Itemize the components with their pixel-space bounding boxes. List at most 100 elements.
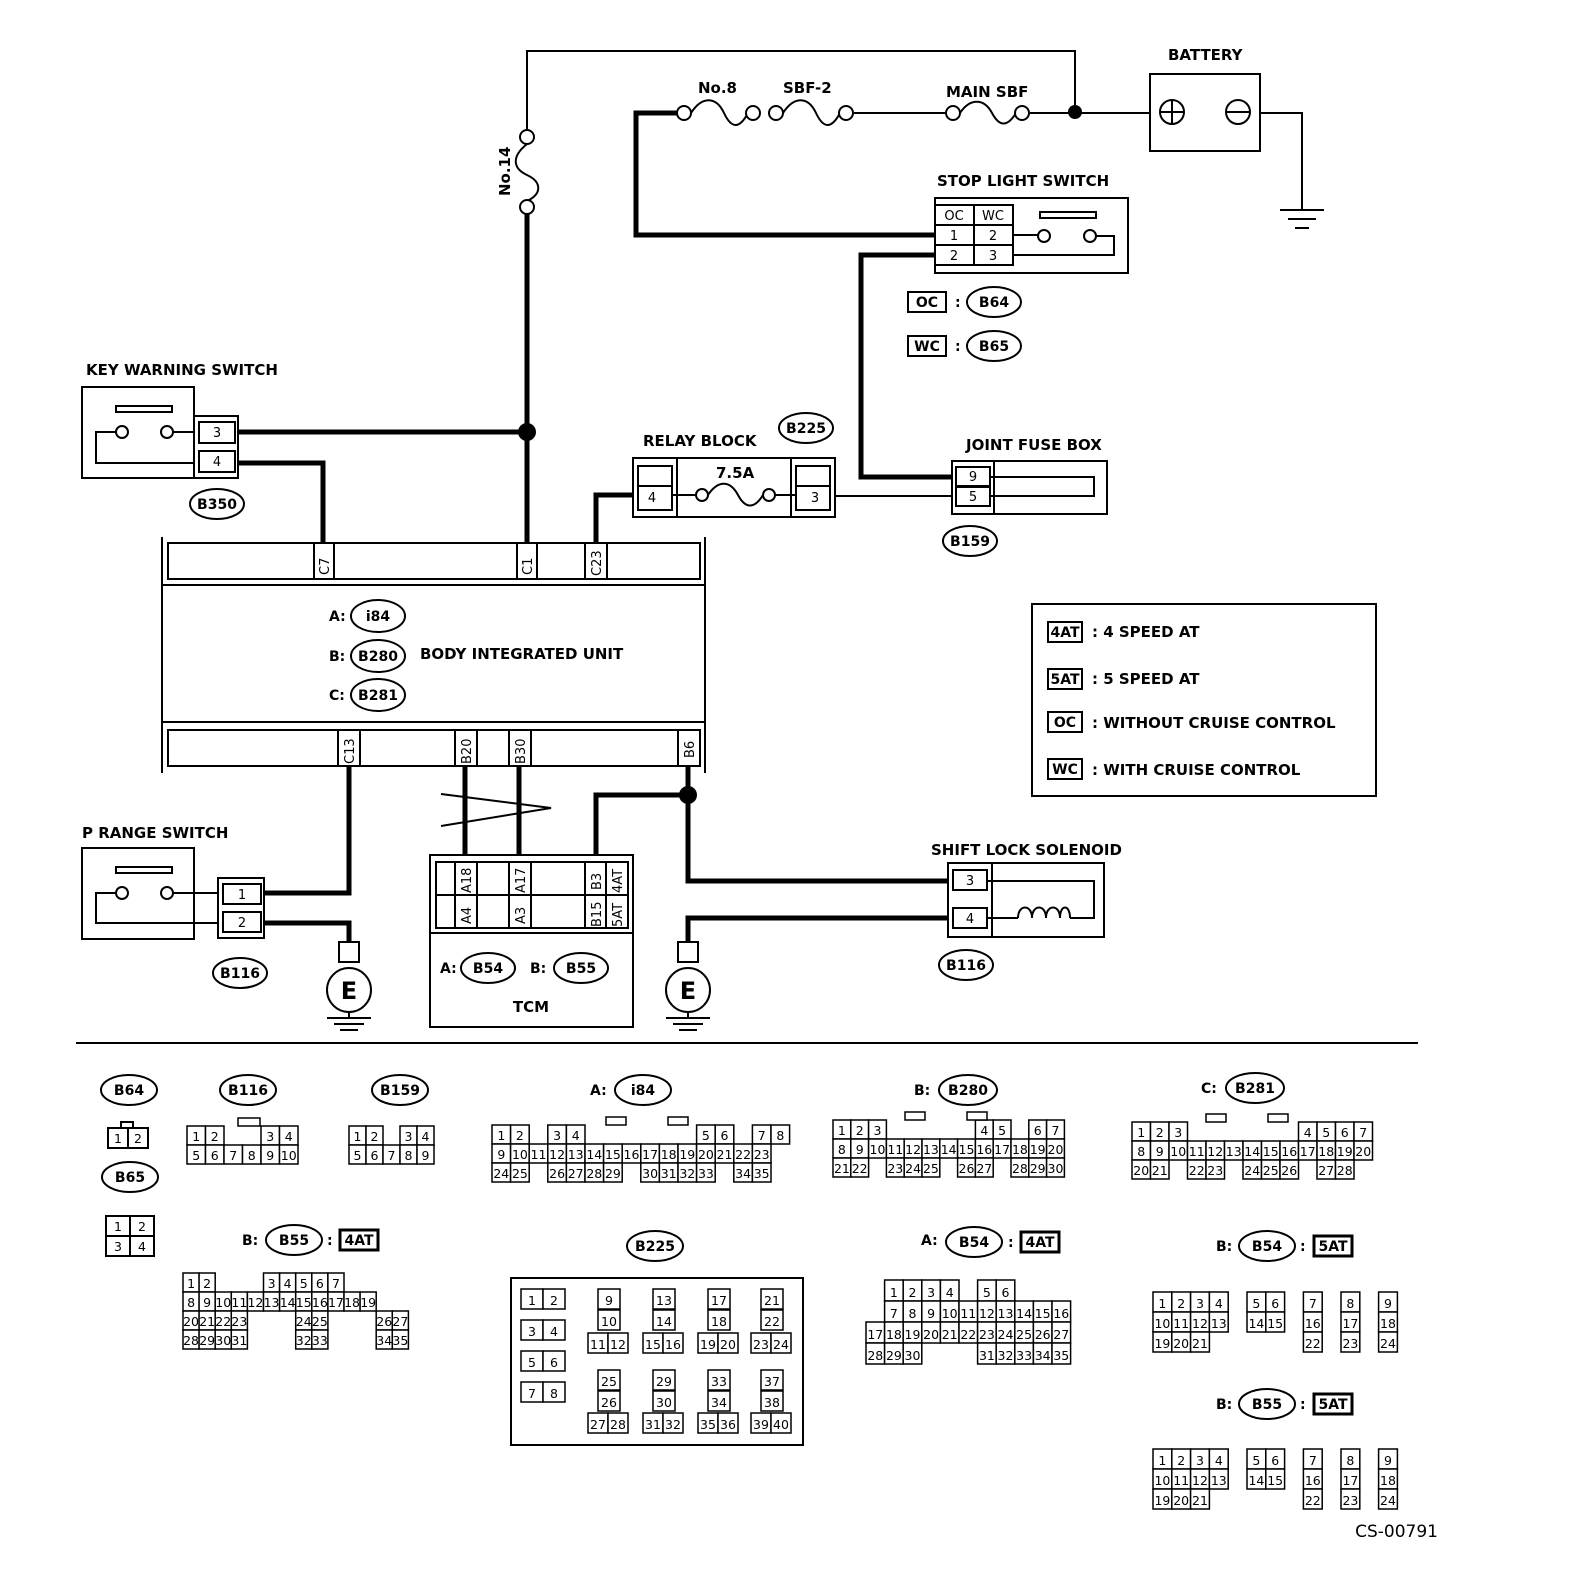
connector-pin-label: 16: [1053, 1306, 1069, 1321]
ground-e-icon: E: [665, 941, 711, 1031]
connector-pin-label: 2: [203, 1276, 211, 1291]
fuse-element: [782, 99, 841, 126]
colon: :: [955, 295, 961, 311]
switch-lever-icon: [1039, 211, 1097, 219]
connector-pin-label: 24: [493, 1166, 509, 1181]
legend-tag-oc: OC: [1054, 715, 1076, 731]
connector-cell: [707, 1369, 731, 1391]
svg-text:B64: B64: [114, 1083, 144, 1099]
connector-pin-label: 22: [1189, 1163, 1205, 1178]
connector-pin-label: 3: [1196, 1453, 1204, 1468]
connector-pin-label: 20: [1133, 1163, 1149, 1178]
connector-pin-label: 2: [1177, 1296, 1185, 1311]
col-oc: OC: [944, 209, 963, 224]
connector-pin-label: 1: [890, 1285, 898, 1300]
legend-text: : WITH CRUISE CONTROL: [1092, 761, 1301, 779]
connector-cell: [717, 1332, 739, 1354]
ground-e-icon: E: [326, 941, 372, 1031]
connector-pin-label: 10: [215, 1295, 231, 1310]
connector-cell: [904, 1111, 926, 1121]
pin-a4: A4: [460, 907, 475, 924]
connector-cell: [1340, 1488, 1361, 1510]
connector-pin-label: 23: [231, 1314, 247, 1329]
connector-pin-label: 10: [281, 1148, 297, 1163]
connector-pin-label: 18: [711, 1314, 727, 1329]
svg-text:3: 3: [114, 1239, 122, 1254]
connector-pin-label: 23: [887, 1161, 903, 1176]
connector-pin-label: 4: [550, 1324, 558, 1339]
connector-pin-label: 19: [1030, 1142, 1046, 1157]
pin-b15: B15: [590, 902, 605, 927]
connector-pin-label: 21: [1192, 1336, 1208, 1351]
connector-pin-label: 4: [285, 1129, 293, 1144]
joint-fuse-box: JOINT FUSE BOX 9 5 B159: [942, 436, 1108, 557]
svg-text:C:: C:: [1201, 1081, 1217, 1097]
connector-pin-label: 19: [700, 1337, 716, 1352]
pin: 2: [989, 229, 997, 244]
switch-contact-icon: [160, 425, 174, 439]
switch-contact-icon: [115, 425, 129, 439]
connector-cell: [542, 1319, 566, 1341]
connector-pin-label: 17: [867, 1327, 883, 1342]
fuse-no14-label: No.14: [496, 147, 514, 196]
connector-pin-label: 10: [1154, 1473, 1170, 1488]
connector-pin-label: 6: [1271, 1453, 1279, 1468]
connector-pin-label: 23: [753, 1337, 769, 1352]
svg-text:2: 2: [134, 1131, 142, 1146]
connector-pin-label: 26: [549, 1166, 565, 1181]
connector-pin-label: 4: [572, 1128, 580, 1143]
connector-pin-label: 16: [624, 1147, 640, 1162]
wire-shiftlock-ground: [685, 915, 952, 942]
connector-pin-label: 10: [512, 1147, 528, 1162]
pin: 3: [989, 249, 997, 264]
svg-text:B:: B:: [914, 1083, 930, 1099]
connector-pin-label: 8: [1137, 1144, 1145, 1159]
chassis-ground-icon: [1280, 209, 1324, 229]
switch-lever-icon: [115, 866, 173, 874]
pin-b3: B3: [590, 873, 605, 890]
pin-4at: 4AT: [611, 869, 626, 893]
connector-pin-label: 11: [1189, 1144, 1205, 1159]
wire-stoplight-jfb: [858, 252, 952, 480]
col-wc: WC: [982, 209, 1004, 224]
connector-pin-label: 23: [754, 1147, 770, 1162]
connector-b64: B64 1 2: [100, 1074, 158, 1149]
connector-pin-label: 9: [605, 1293, 613, 1308]
connector-pin-label: 12: [247, 1295, 263, 1310]
connector-pin-label: 29: [605, 1166, 621, 1181]
pin: 1: [950, 229, 958, 244]
connector-pin-label: 28: [183, 1333, 199, 1348]
connector-pin-label: 32: [679, 1166, 695, 1181]
connector-cell: [1377, 1488, 1399, 1510]
connector-pin-label: 5: [1252, 1296, 1260, 1311]
connector-cell: [509, 1162, 530, 1183]
connector-pin-label: 2: [1177, 1453, 1185, 1468]
connector-pin-label: 30: [905, 1348, 921, 1363]
connector-cell: [662, 1332, 684, 1354]
connector-cell: [662, 1412, 684, 1434]
connector-pin-label: 10: [942, 1306, 958, 1321]
connector-pin-label: 20: [1173, 1336, 1189, 1351]
connector-pin-label: 13: [1226, 1144, 1242, 1159]
connector-cell: [230, 1329, 249, 1350]
connector-pin-label: 15: [605, 1147, 621, 1162]
connector-pin-label: 12: [610, 1337, 626, 1352]
connector-pin-label: 7: [1359, 1125, 1367, 1140]
connector-cell: [1334, 1159, 1355, 1180]
connector-cell: [760, 1288, 784, 1310]
fuse-terminal: [519, 129, 535, 145]
svg-text:B225: B225: [635, 1239, 675, 1255]
connector-pin-label: 40: [773, 1417, 789, 1432]
connector-pin-label: 22: [215, 1314, 231, 1329]
connector-pin-label: 11: [231, 1295, 247, 1310]
connector-pin-label: 11: [887, 1142, 903, 1157]
connector-cell: [760, 1369, 784, 1391]
svg-text:B281: B281: [1235, 1081, 1275, 1097]
connector-pin-label: 38: [764, 1395, 780, 1410]
legend: 4AT : 4 SPEED AT 5AT : 5 SPEED AT OC : W…: [1031, 603, 1377, 797]
connector-pin-label: 27: [590, 1417, 606, 1432]
coil-icon: [1017, 906, 1071, 919]
connector-pin-label: 25: [1016, 1327, 1032, 1342]
conn-b159: B159: [950, 534, 990, 550]
